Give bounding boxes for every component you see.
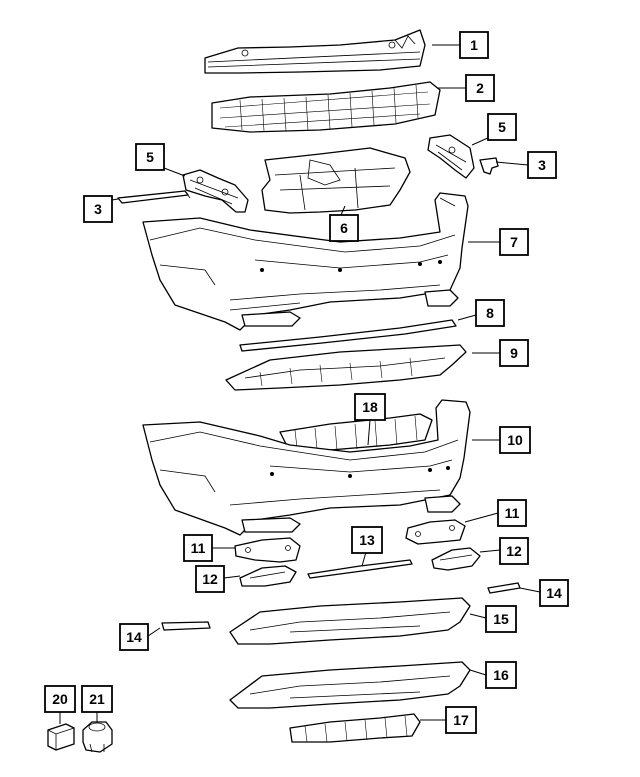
svg-text:8: 8 <box>486 305 494 321</box>
svg-text:15: 15 <box>493 611 509 627</box>
callout-16: 16 <box>485 661 517 689</box>
callout-11-right: 11 <box>497 499 527 527</box>
callout-12-right: 12 <box>499 537 529 565</box>
part-13-molding <box>307 559 413 579</box>
callout-20: 20 <box>44 685 76 713</box>
part-5-right-bracket <box>427 134 475 179</box>
part-14-right-reflector <box>487 582 521 594</box>
svg-text:3: 3 <box>538 157 546 173</box>
svg-text:13: 13 <box>359 532 375 548</box>
svg-text:14: 14 <box>126 629 142 645</box>
callout-5-right: 5 <box>487 113 517 141</box>
callout-6: 6 <box>329 214 359 242</box>
part-14-left-reflector <box>161 621 211 631</box>
callout-9: 9 <box>499 339 529 367</box>
part-11-left-bracket <box>234 537 301 563</box>
part-16-lower-valance <box>229 661 471 709</box>
callout-10: 10 <box>499 426 531 454</box>
svg-text:6: 6 <box>340 220 348 236</box>
part-8-molding-strip <box>239 319 457 352</box>
callout-12-left: 12 <box>195 565 225 593</box>
svg-text:5: 5 <box>146 149 154 165</box>
part-7-bumper-fascia <box>142 192 469 331</box>
svg-text:11: 11 <box>191 540 206 556</box>
part-11-right-bracket <box>405 519 466 545</box>
svg-text:7: 7 <box>510 234 518 250</box>
svg-text:12: 12 <box>506 543 522 559</box>
callout-14-right: 14 <box>539 579 569 607</box>
svg-text:1: 1 <box>470 37 478 53</box>
part-15-lower-valance <box>229 597 471 645</box>
callout-14-left: 14 <box>119 623 149 651</box>
svg-text:3: 3 <box>94 201 102 217</box>
part-21-push-pin-fastener <box>82 721 113 753</box>
svg-text:9: 9 <box>510 345 518 361</box>
callout-21: 21 <box>81 685 113 713</box>
part-20-foam-block <box>47 723 75 751</box>
callout-17: 17 <box>445 706 477 734</box>
svg-text:21: 21 <box>89 691 105 707</box>
svg-text:5: 5 <box>498 119 506 135</box>
leader-lines <box>59 44 541 724</box>
part-12-right-exhaust-bezel <box>431 547 481 571</box>
callout-1: 1 <box>459 31 489 59</box>
part-6-shield <box>261 147 411 214</box>
callout-8: 8 <box>475 299 505 327</box>
svg-text:17: 17 <box>453 712 469 728</box>
svg-text:2: 2 <box>476 80 484 96</box>
part-17-bracket <box>289 713 421 743</box>
callout-3-right: 3 <box>527 151 557 179</box>
callout-7: 7 <box>499 228 529 256</box>
svg-text:14: 14 <box>546 585 562 601</box>
callout-11-left: 11 <box>183 534 213 562</box>
svg-text:10: 10 <box>507 432 523 448</box>
callout-3-left: 3 <box>83 195 113 223</box>
part-1-reinforcement-beam <box>204 29 426 74</box>
callout-15: 15 <box>485 605 517 633</box>
svg-text:20: 20 <box>52 691 68 707</box>
part-12-left-exhaust-bezel <box>239 565 297 587</box>
part-10-bumper-fascia <box>142 399 471 536</box>
part-3-left-strip <box>117 190 191 204</box>
callout-2: 2 <box>465 74 495 102</box>
part-9-diffuser <box>225 344 467 391</box>
part-5-left-bracket <box>182 169 249 213</box>
callout-13: 13 <box>351 526 383 554</box>
part-3-right-clip <box>479 157 499 175</box>
callout-5-left: 5 <box>135 143 165 171</box>
svg-text:16: 16 <box>493 667 509 683</box>
svg-text:12: 12 <box>202 571 218 587</box>
part-2-energy-absorber <box>211 81 441 133</box>
svg-text:11: 11 <box>505 505 520 521</box>
svg-text:18: 18 <box>362 399 378 415</box>
callout-18: 18 <box>354 393 386 421</box>
